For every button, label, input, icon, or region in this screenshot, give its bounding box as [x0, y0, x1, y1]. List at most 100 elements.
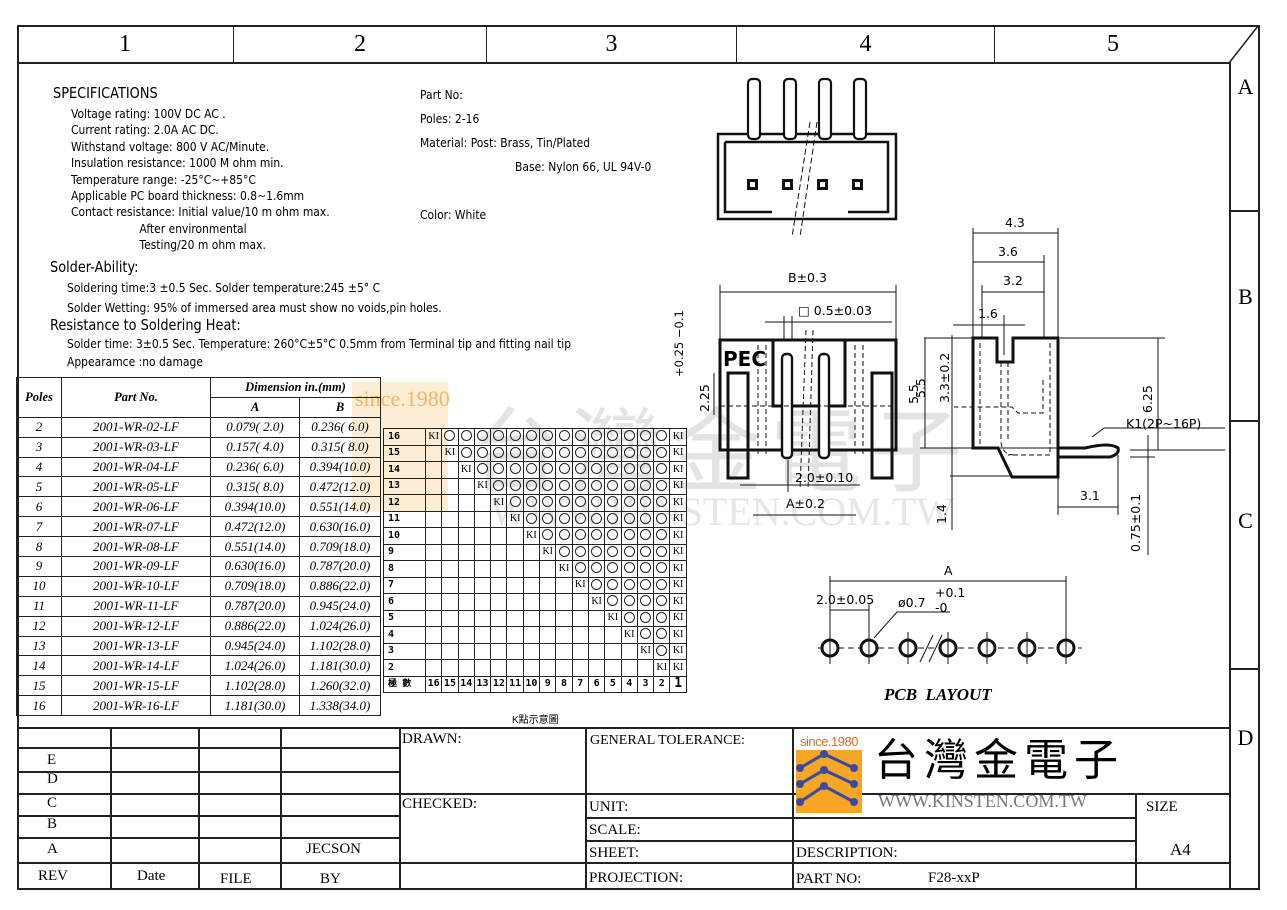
k-cell-pin: [653, 477, 671, 495]
k-cell-marker: KI: [587, 593, 606, 611]
k-cell-empty: [555, 642, 573, 660]
k-cell-pin: [539, 428, 557, 446]
dim-0-75: 0.75±0.1: [1128, 493, 1143, 552]
pin-circle-icon: [542, 479, 554, 491]
dim-3-2: 3.2: [1003, 273, 1023, 288]
k-cell-pin: [653, 593, 671, 611]
pin-circle-icon: [509, 479, 521, 491]
pin-circle-icon: [525, 463, 537, 475]
pin-circle-icon: [558, 479, 570, 491]
k-cell-empty: [424, 560, 443, 578]
k-cell-empty: [441, 494, 459, 512]
pin-circle-icon: [623, 545, 635, 557]
k-cell-empty: [506, 609, 524, 627]
pin-circle-icon: [574, 512, 586, 524]
k-cell-pin: [441, 428, 459, 446]
k-cell-pin: [571, 527, 589, 545]
cell-dim-a: 0.886(22.0): [210, 615, 300, 637]
k-cell-empty: [506, 560, 524, 578]
k-cell-marker: KI: [669, 593, 687, 611]
rev-row-line: [17, 862, 1229, 864]
k-cell-pin: [539, 444, 557, 462]
pin-circle-icon: [656, 595, 668, 607]
k-cell-pin: [587, 560, 606, 578]
cell-dim-a: 0.236( 6.0): [210, 456, 300, 478]
k-cell-pin: [653, 527, 671, 545]
k-column-label: 8: [555, 675, 573, 693]
dim-pitch: 2.0±0.10: [795, 470, 854, 485]
k-cell-pin: [604, 510, 622, 528]
cell-poles: 9: [16, 556, 62, 577]
k-point-marker: KI: [558, 562, 570, 574]
k-column-label: 11: [506, 675, 524, 693]
row-zone-b: B: [1238, 284, 1253, 309]
k-point-marker: KI: [493, 496, 505, 508]
part-no-value: F28-xxP: [928, 870, 980, 886]
pin-circle-icon: [623, 562, 635, 574]
k-cell-pin: [539, 527, 557, 545]
k-cell-pin: [587, 477, 606, 495]
k-column-label: 16: [424, 675, 443, 693]
sheet-label: SHEET:: [589, 845, 640, 861]
cell-poles: 3: [16, 436, 62, 458]
cell-part-no: 2001-WR-02-LF: [61, 416, 211, 438]
cell-poles: 2: [16, 416, 62, 438]
scale-label: SCALE:: [589, 822, 641, 838]
k-cell-empty: [506, 626, 524, 644]
pin-circle-icon: [607, 529, 619, 541]
k-point-marker: KI: [672, 579, 684, 591]
pin-circle-icon: [525, 479, 537, 491]
k-cell-pin: [604, 593, 622, 611]
k-cell-pin: [620, 461, 638, 479]
pin-circle-icon: [558, 430, 570, 442]
k-cell-marker: KI: [424, 428, 443, 446]
k-cell-pin: [490, 477, 508, 495]
dim-3-3: 3.3±0.2: [937, 352, 952, 403]
description-label: DESCRIPTION:: [796, 845, 898, 861]
specifications-list: Voltage rating: 100V DC AC . Current rat…: [71, 106, 372, 254]
col-divider: [585, 727, 587, 890]
k-cell-empty: [473, 609, 492, 627]
k-cell-pin: [604, 444, 622, 462]
k-row-label: 5: [383, 609, 426, 627]
k-cell-pin: [457, 428, 475, 446]
dim-6-25: 6.25: [1140, 385, 1155, 413]
pin-circle-icon: [607, 463, 619, 475]
k-cell-pin: [522, 510, 541, 528]
k1-label: K1(2P~16P): [1126, 416, 1202, 431]
k-cell-empty: [506, 543, 524, 561]
pin-circle-icon: [656, 529, 668, 541]
k-cell-marker: KI: [490, 494, 508, 512]
k-cell-pin: [636, 494, 655, 512]
dim-3-6: 3.6: [998, 244, 1018, 259]
k-cell-empty: [522, 593, 541, 611]
cell-poles: 8: [16, 536, 62, 558]
k-cell-pin: [620, 510, 638, 528]
k-cell-pin: [604, 477, 622, 495]
cell-dim-a: 0.315( 8.0): [210, 476, 300, 498]
cell-part-no: 2001-WR-08-LF: [61, 536, 211, 558]
general-tolerance-label: GENERAL TOLERANCE:: [590, 733, 745, 748]
k-row-label: 16: [383, 428, 426, 446]
k-cell-empty: [441, 626, 459, 644]
k-cell-pin: [653, 494, 671, 512]
k-point-marker: KI: [672, 447, 684, 459]
cell-poles: 16: [16, 695, 62, 717]
pin-circle-icon: [640, 578, 651, 590]
k-cell-empty: [457, 494, 475, 512]
k-cell-empty: [441, 543, 459, 561]
pin-circle-icon: [640, 479, 651, 491]
pin-circle-icon: [591, 529, 603, 541]
col-divider: [792, 727, 794, 890]
pin-circle-icon: [542, 430, 554, 442]
k-row-label: 8: [383, 560, 426, 578]
k-cell-empty: [555, 626, 573, 644]
pin-circle-icon: [558, 512, 570, 524]
pin-circle-icon: [509, 430, 521, 442]
k-cell-pin: [636, 543, 655, 561]
pin-circle-icon: [574, 463, 586, 475]
k-point-marker: KI: [672, 529, 684, 541]
k-cell-empty: [490, 510, 508, 528]
